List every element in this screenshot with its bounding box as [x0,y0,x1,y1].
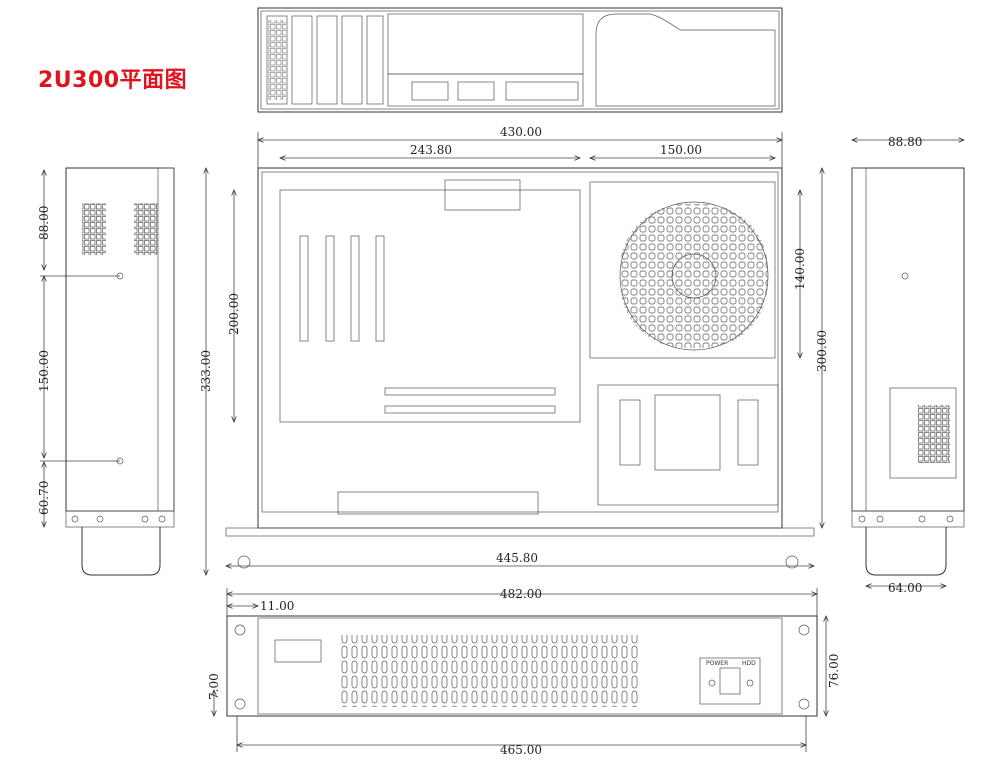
dim-ear-64: 64.00 [888,581,922,595]
dim-board-depth: 200.00 [227,293,241,335]
dimension-lines: 430.00 243.80 150.00 88.80 88.00 150.00 … [37,125,964,757]
dim-body-4458: 445.80 [496,551,538,565]
front-view: POWER HDD [226,615,818,717]
dim-height-7: 7.00 [207,673,221,700]
rear-view [257,7,783,113]
dim-front-482: 482.00 [500,587,542,601]
dim-overall-depth: 333.00 [199,350,213,392]
dim-left-150: 150.00 [37,350,51,392]
top-plan-view [225,167,815,569]
dim-top-width: 430.00 [500,125,542,139]
pci-slots [299,235,385,342]
dim-right-300: 300.00 [815,330,829,372]
dim-side-depth: 88.80 [888,135,922,149]
dim-psu-140: 140.00 [793,248,807,290]
dim-left-6070: 60.70 [37,481,51,515]
rear-expansion-slots [266,15,384,105]
right-side-view [851,167,965,576]
power-label: POWER [706,660,728,667]
dim-height-76: 76.00 [827,654,841,688]
hdd-bracket [597,384,779,506]
dim-front-465: 465.00 [500,743,542,757]
dim-offset-11: 11.00 [260,599,294,613]
dim-psu-width: 150.00 [660,143,702,157]
left-side-view [65,167,175,576]
psu-fan [589,181,776,359]
dim-left-88: 88.00 [37,206,51,240]
hdd-label: HDD [742,660,756,667]
dim-board-width: 243.80 [410,143,452,157]
drawing-title: 2U300平面图 [38,68,188,93]
